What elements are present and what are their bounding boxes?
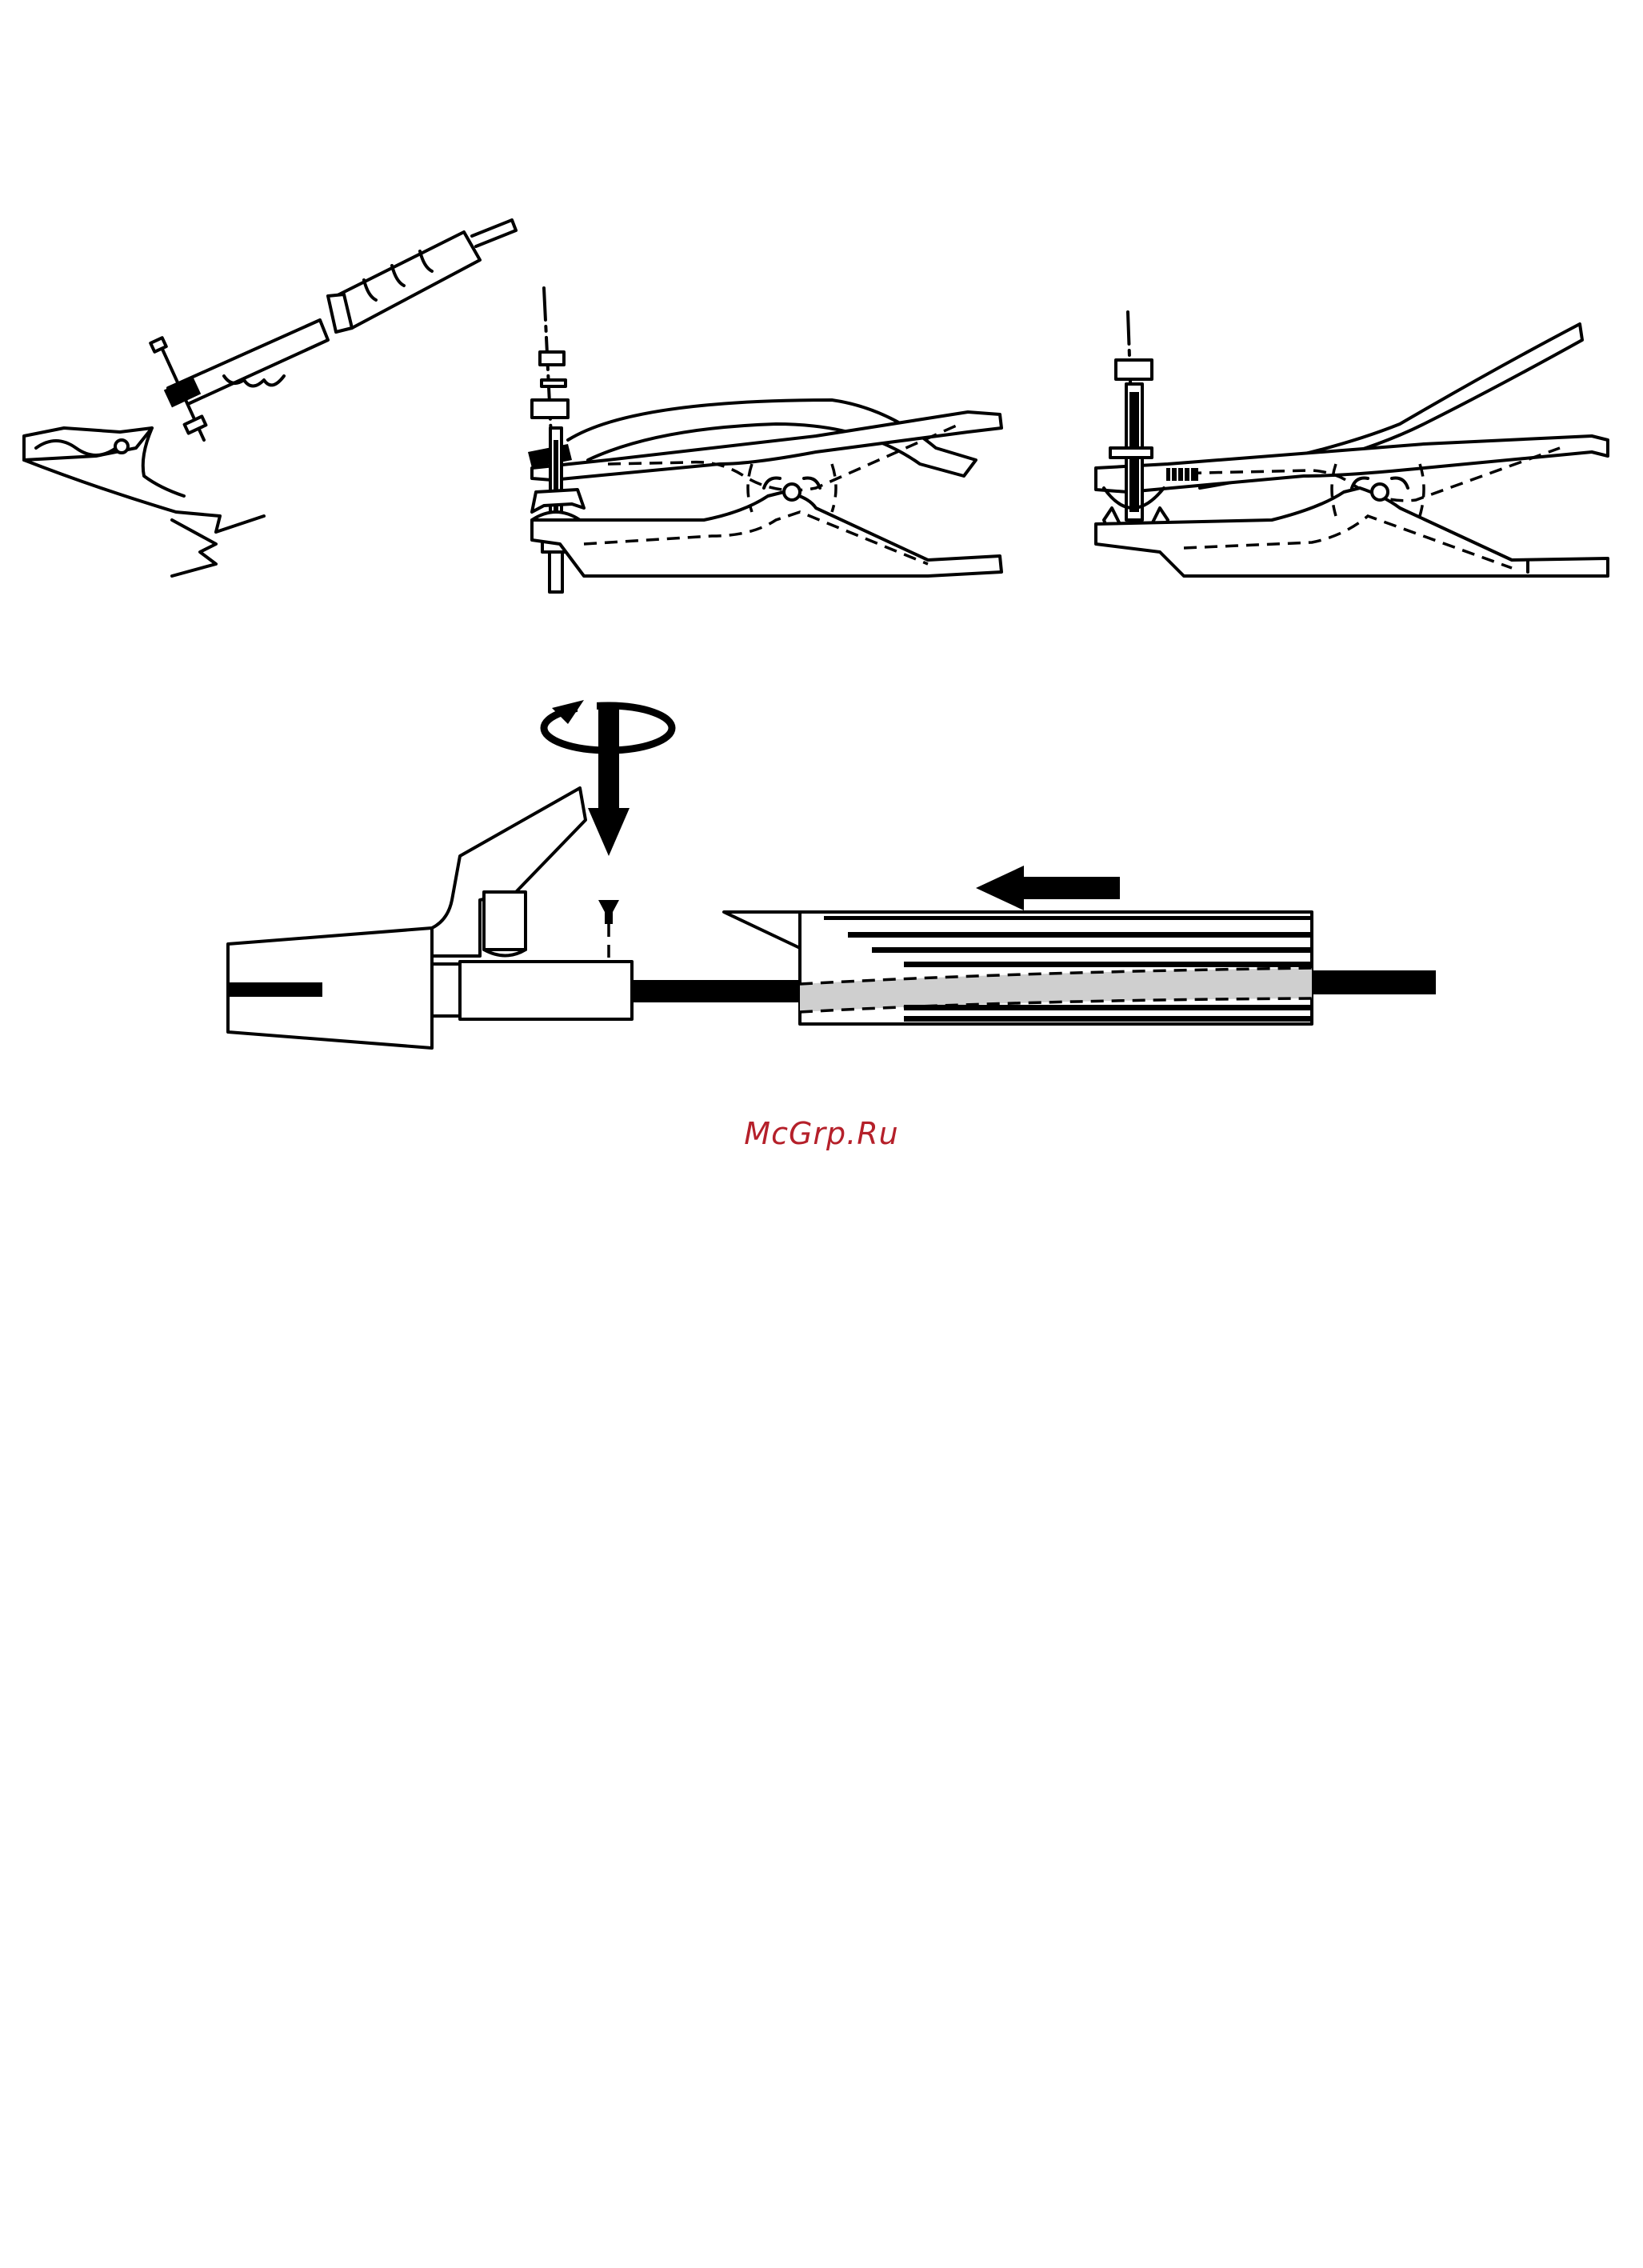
watermark-text: McGrp.Ru bbox=[0, 1116, 1643, 1151]
earth-clamp-with-cable-icon bbox=[24, 220, 516, 576]
clamp-side-view-figure bbox=[0, 200, 560, 584]
insulating-sleeve bbox=[724, 912, 1312, 1024]
slide-left-arrow-icon bbox=[976, 866, 1120, 910]
clamp-assembled-view-figure bbox=[1080, 304, 1632, 576]
clamp-exploded-view-figure bbox=[512, 280, 1040, 600]
earth-clamp-assembled-icon bbox=[1096, 312, 1608, 576]
electrode-holder-assembly-figure bbox=[216, 680, 1448, 1064]
electrode-holder-cable-assembly-icon bbox=[228, 696, 1436, 1048]
earth-clamp-exploded-assembly-icon bbox=[528, 288, 1001, 592]
